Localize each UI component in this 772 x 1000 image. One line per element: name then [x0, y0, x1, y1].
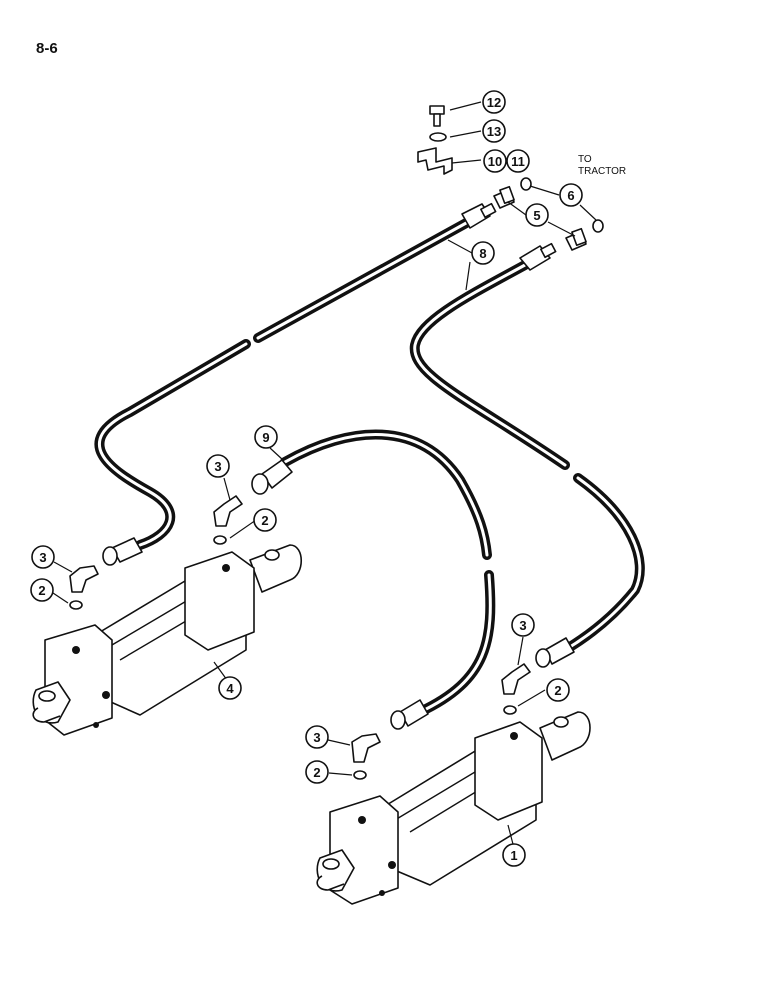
callout-3-right: 3 — [511, 613, 535, 637]
svg-text:11: 11 — [511, 154, 525, 169]
callout-5: 5 — [525, 203, 549, 227]
hose-fitting-left-bottom — [102, 537, 143, 566]
hose-right-long — [409, 260, 645, 655]
callout-12: 12 — [482, 90, 506, 114]
callout-11: 11 — [506, 149, 530, 173]
svg-text:2: 2 — [554, 683, 561, 698]
o-ring-6-lower — [592, 219, 604, 233]
page-number: 8-6 — [36, 40, 58, 57]
callout-3-lower: 3 — [305, 725, 329, 749]
callout-8: 8 — [471, 241, 495, 265]
hose-fitting-middle-bottom — [390, 699, 429, 730]
svg-text:2: 2 — [313, 765, 320, 780]
callout-10: 10 — [483, 149, 507, 173]
o-ring-2-left — [69, 600, 83, 610]
callout-6: 6 — [559, 183, 583, 207]
hydraulic-cylinder-4 — [32, 544, 303, 736]
callout-2-left: 2 — [30, 578, 54, 602]
hydraulic-cylinder-1 — [316, 711, 591, 905]
to-tractor-note-line1: TO — [578, 154, 592, 165]
svg-text:12: 12 — [487, 95, 501, 110]
callout-2-lower: 2 — [305, 760, 329, 784]
callout-2-right: 2 — [546, 678, 570, 702]
elbow-fitting-right — [501, 663, 531, 695]
o-ring-2-right — [503, 705, 517, 715]
hose-fitting-right-top — [519, 242, 557, 271]
o-ring-2-lower — [353, 770, 367, 780]
bolt-12 — [429, 105, 445, 127]
svg-text:3: 3 — [214, 459, 221, 474]
leader-lines — [52, 101, 597, 849]
svg-text:3: 3 — [519, 618, 526, 633]
svg-text:6: 6 — [567, 188, 574, 203]
callout-2-center: 2 — [253, 508, 277, 532]
svg-text:3: 3 — [39, 550, 46, 565]
connector-5-lower — [565, 227, 587, 251]
o-ring-2-center — [213, 535, 227, 545]
svg-text:2: 2 — [261, 513, 268, 528]
svg-text:2: 2 — [38, 583, 45, 598]
hose-fitting-middle-top — [251, 459, 293, 495]
clamp-10-11 — [417, 147, 453, 175]
svg-text:3: 3 — [313, 730, 320, 745]
svg-text:4: 4 — [226, 681, 234, 696]
hose-fitting-left-top — [461, 202, 497, 229]
hose-middle — [280, 429, 496, 717]
callout-3-center: 3 — [206, 454, 230, 478]
svg-text:5: 5 — [533, 208, 540, 223]
elbow-fitting-left — [69, 565, 99, 593]
hose-fitting-right-bottom — [535, 637, 575, 668]
callout-4: 4 — [218, 676, 242, 700]
svg-text:9: 9 — [262, 430, 269, 445]
svg-text:13: 13 — [487, 124, 501, 139]
callout-13: 13 — [482, 119, 506, 143]
elbow-fitting-center — [213, 495, 243, 527]
svg-text:1: 1 — [510, 848, 517, 863]
to-tractor-note: TO TRACTOR — [578, 154, 626, 178]
callout-3-left: 3 — [31, 545, 55, 569]
callout-1: 1 — [502, 843, 526, 867]
callout-9: 9 — [254, 425, 278, 449]
to-tractor-note-line2: TRACTOR — [578, 166, 627, 177]
elbow-fitting-lower — [351, 733, 381, 763]
connector-5-upper — [493, 185, 515, 209]
svg-text:10: 10 — [488, 154, 502, 169]
svg-text:8: 8 — [479, 246, 486, 261]
hose-left-long — [94, 217, 473, 550]
washer-13 — [429, 132, 447, 142]
o-ring-6-upper — [520, 177, 532, 191]
